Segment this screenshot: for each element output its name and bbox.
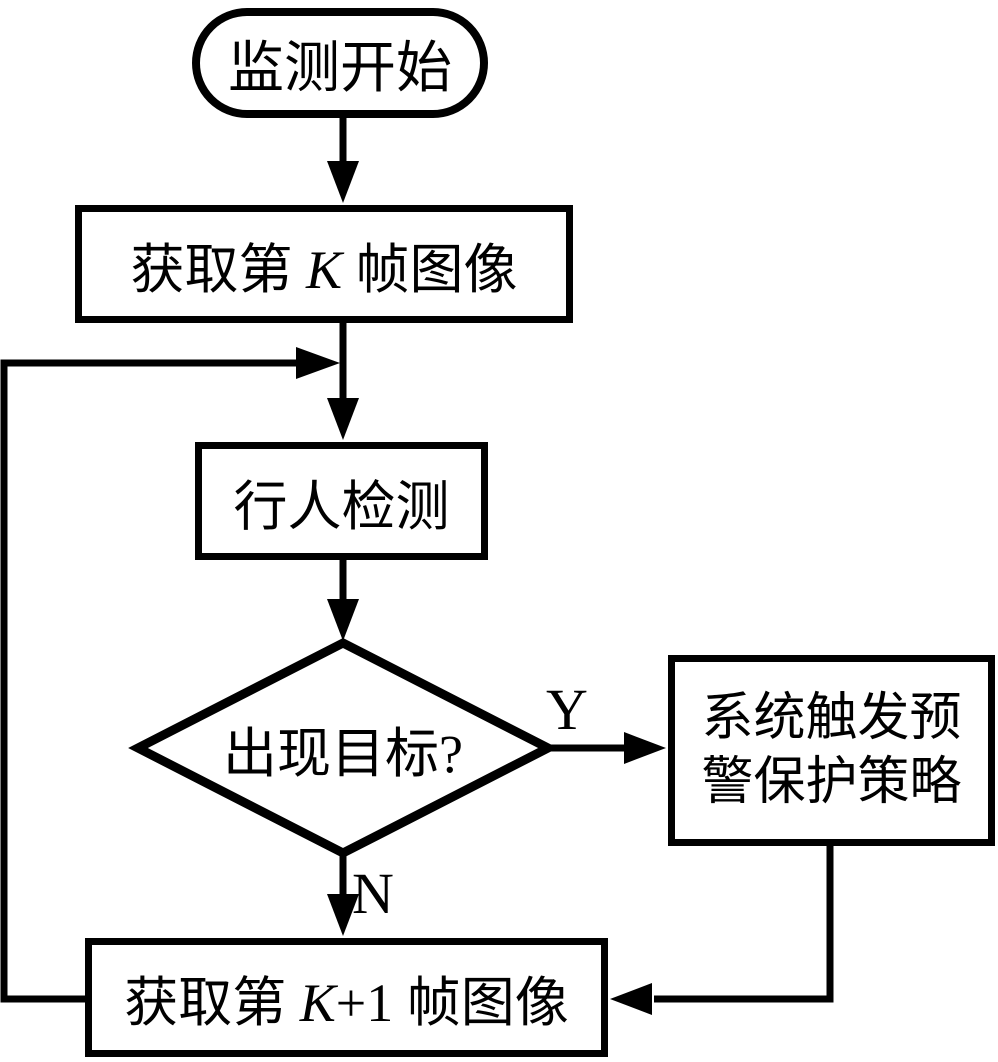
alarm-strategy-line1: 系统触发预 <box>701 690 962 748</box>
edge-label-yes: Y <box>546 677 588 742</box>
process-get-frame-k-plus-1: 获取第 K+1 帧图像 <box>85 938 608 1057</box>
start-terminator: 监测开始 <box>192 8 488 118</box>
get-frame-k-text-before: 获取第 <box>130 239 306 300</box>
arrowhead-into-getframe <box>327 161 359 203</box>
start-label: 监测开始 <box>228 37 452 100</box>
flow-line-loopback <box>0 359 300 1003</box>
edge-label-no: N <box>352 861 394 926</box>
pedestrian-detect-label: 行人检测 <box>233 476 450 537</box>
arrowhead-into-detect <box>327 398 359 440</box>
get-frame-k-text-after: 帧图像 <box>342 239 518 300</box>
decision-label: 出现目标? <box>223 723 463 784</box>
get-frame-k1-text-before: 获取第 <box>124 973 300 1033</box>
get-frame-k1-label: 获取第 K+1 帧图像 <box>124 958 569 1037</box>
get-frame-k1-text-after: 帧图像 <box>406 973 569 1033</box>
decision-target-appears: 出现目标? <box>138 643 548 853</box>
frame-variable-k: K <box>305 239 343 300</box>
arrowhead-into-decision <box>327 599 359 641</box>
arrowhead-into-getframe-k1 <box>327 894 359 936</box>
get-frame-k-label: 获取第 K 帧图像 <box>130 225 517 304</box>
process-alarm-strategy: 系统触发预 警保护策略 <box>668 655 995 846</box>
get-frame-k1-increment: +1 <box>335 973 407 1033</box>
process-get-frame-k: 获取第 K 帧图像 <box>75 205 573 323</box>
arrowhead-into-alarm <box>624 732 666 764</box>
arrowhead-loopback-junction <box>296 347 340 379</box>
alarm-strategy-line2: 警保护策略 <box>701 753 962 811</box>
frame-variable-k1: K <box>299 973 336 1033</box>
arrowhead-alarm-into-getframe-k1 <box>610 983 652 1015</box>
flow-line-alarm-to-getframe-k1 <box>654 844 834 1003</box>
process-pedestrian-detect: 行人检测 <box>195 442 488 560</box>
